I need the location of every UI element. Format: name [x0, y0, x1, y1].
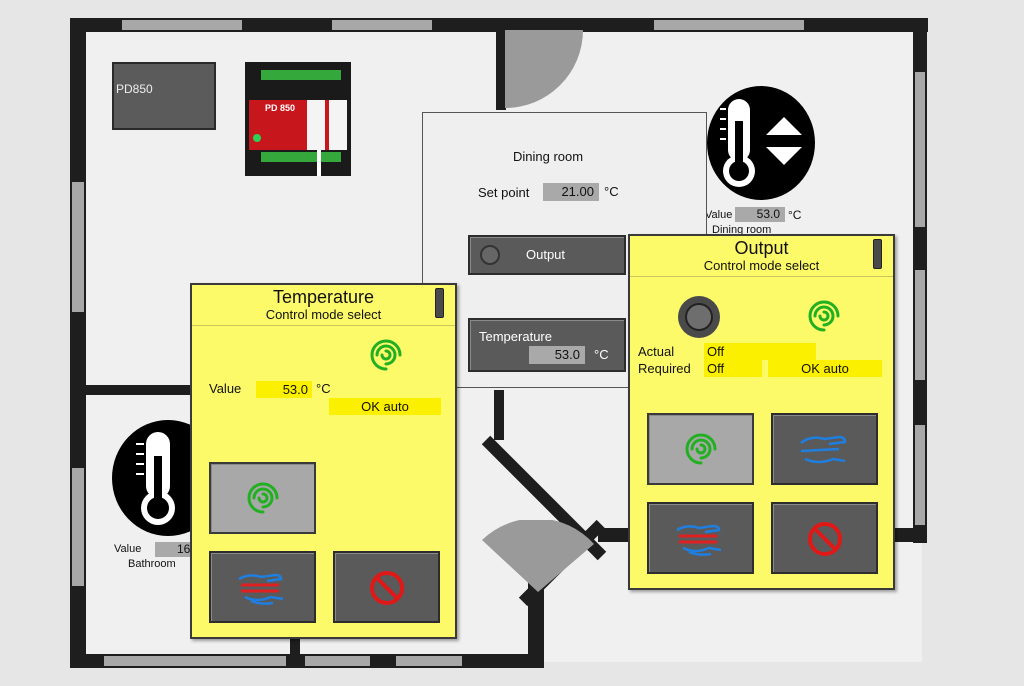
- actual-label: Actual: [638, 344, 675, 359]
- window: [396, 656, 462, 666]
- manual-heat-mode-button[interactable]: [647, 502, 754, 574]
- device-text: PD 850: [265, 103, 296, 113]
- dining-room-title: Dining room: [513, 149, 584, 164]
- window: [915, 270, 925, 380]
- bathroom-thermostat[interactable]: [112, 418, 224, 538]
- wall-inner-stub: [290, 636, 300, 666]
- output-status: OK auto: [768, 360, 882, 377]
- setpoint-value[interactable]: 21.00: [543, 183, 599, 201]
- stop-mode-button[interactable]: [333, 551, 440, 623]
- indicator-lamp-icon: [480, 245, 500, 265]
- up-down-arrows-icon[interactable]: [766, 117, 802, 165]
- temperature-mode-panel: Temperature Control mode select Value 53…: [190, 283, 457, 639]
- device-label-strip: [307, 100, 325, 150]
- required-value: Off: [704, 360, 762, 377]
- setpoint-unit: °C: [604, 184, 619, 199]
- wall-inner-horizontal: [86, 385, 196, 395]
- controller-device-image: PD 850: [245, 62, 351, 176]
- output-mode-panel: Output Control mode select Actual Off Re…: [628, 234, 895, 590]
- door-swing: [505, 30, 583, 108]
- stop-icon: [370, 571, 404, 605]
- temperature-value-label: Value: [209, 381, 242, 396]
- wall-inner-vertical-2: [494, 390, 504, 440]
- actual-value: Off: [704, 343, 816, 360]
- thermometer-icon: [112, 420, 224, 536]
- output-panel-title: Output: [734, 238, 789, 258]
- temperature-button-unit: °C: [594, 347, 609, 362]
- door-swing: [482, 520, 594, 592]
- device-led: [253, 134, 261, 142]
- manual-heat-mode-button[interactable]: [209, 551, 316, 623]
- terminal-block: [261, 152, 341, 162]
- output-button[interactable]: Output: [468, 235, 626, 275]
- dining-sensor-value-label: Value: [705, 209, 733, 221]
- output-panel-close-handle[interactable]: [873, 239, 882, 269]
- manual-hand-icon: [800, 435, 847, 464]
- auto-mode-icon: [808, 300, 840, 332]
- auto-mode-icon: [370, 339, 402, 371]
- dining-sensor-unit: °C: [788, 208, 802, 222]
- bathroom-value: 16: [155, 542, 191, 557]
- device-cable: [317, 150, 321, 176]
- window: [654, 20, 804, 30]
- dining-thermostat[interactable]: [706, 85, 816, 200]
- auto-mode-button[interactable]: [647, 413, 754, 485]
- setpoint-label: Set point: [478, 185, 530, 200]
- window: [72, 468, 84, 586]
- output-button-label: Output: [526, 247, 566, 262]
- dining-sensor-room: Dining room: [712, 224, 772, 236]
- window: [122, 20, 242, 30]
- window: [305, 656, 370, 666]
- temperature-panel-close-handle[interactable]: [435, 288, 444, 318]
- manual-heat-hand-icon: [676, 524, 722, 556]
- temperature-value: 53.0: [256, 381, 312, 398]
- indicator-lamp-icon: [678, 296, 720, 338]
- required-label: Required: [638, 361, 691, 376]
- controller-label: PD850: [116, 82, 153, 96]
- temperature-button-value: 53.0: [529, 346, 585, 364]
- stop-mode-button[interactable]: [771, 502, 878, 574]
- window: [915, 72, 925, 227]
- temperature-unit: °C: [316, 381, 331, 396]
- temperature-button[interactable]: Temperature 53.0 °C: [468, 318, 626, 372]
- window: [104, 656, 286, 666]
- terminal-block: [261, 70, 341, 80]
- output-panel-subtitle: Control mode select: [703, 258, 820, 273]
- window: [332, 20, 432, 30]
- manual-heat-hand-icon: [238, 573, 284, 605]
- temperature-status: OK auto: [329, 398, 441, 415]
- thermometer-icon: [707, 86, 815, 200]
- bathroom-room: Bathroom: [128, 558, 176, 570]
- dining-sensor-value: 53.0: [735, 207, 785, 222]
- wall-inner-vertical: [496, 30, 506, 110]
- window: [72, 182, 84, 312]
- temperature-button-label: Temperature: [479, 329, 552, 344]
- stop-icon: [808, 522, 842, 556]
- bathroom-value-label: Value: [114, 543, 142, 555]
- auto-mode-icon: [685, 433, 717, 465]
- window: [915, 425, 925, 525]
- auto-mode-icon: [247, 482, 279, 514]
- manual-mode-button[interactable]: [771, 413, 878, 485]
- controller-button[interactable]: PD850: [112, 62, 216, 130]
- temperature-panel-subtitle: Control mode select: [265, 307, 382, 322]
- temperature-panel-title: Temperature: [272, 287, 375, 307]
- auto-mode-button[interactable]: [209, 462, 316, 534]
- device-label-strip: [329, 100, 347, 150]
